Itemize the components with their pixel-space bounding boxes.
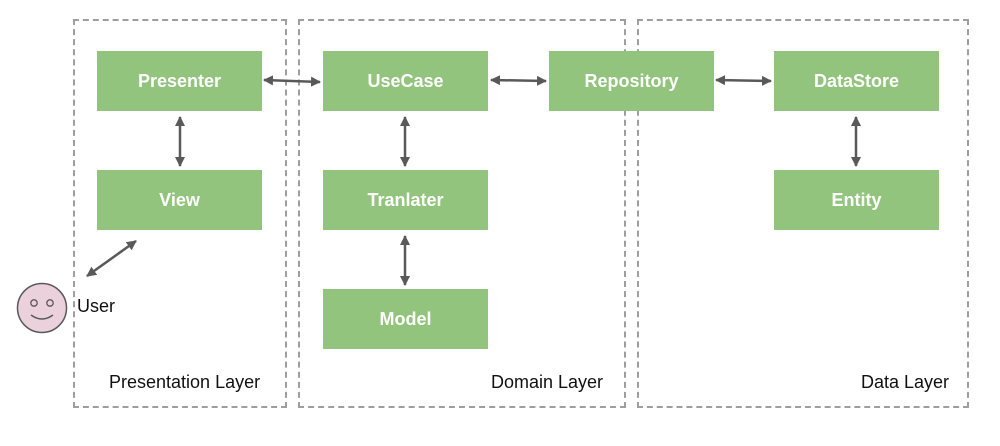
- domain-layer: [298, 19, 626, 408]
- data-layer-label: Data Layer: [861, 372, 950, 392]
- node-datastore: DataStore: [774, 51, 939, 111]
- data-layer: [637, 19, 969, 408]
- presentation-layer-label: Presentation Layer: [109, 372, 261, 392]
- node-view: View: [97, 170, 262, 230]
- node-tranlater: Tranlater: [323, 170, 488, 230]
- node-repository: Repository: [549, 51, 714, 111]
- node-entity: Entity: [774, 170, 939, 230]
- domain-layer-label: Domain Layer: [491, 372, 604, 392]
- node-presenter: Presenter: [97, 51, 262, 111]
- node-usecase: UseCase: [323, 51, 488, 111]
- presentation-layer: [73, 19, 287, 408]
- smiley-face-icon: [16, 282, 68, 334]
- node-model: Model: [323, 289, 488, 349]
- user-label: User: [77, 296, 116, 316]
